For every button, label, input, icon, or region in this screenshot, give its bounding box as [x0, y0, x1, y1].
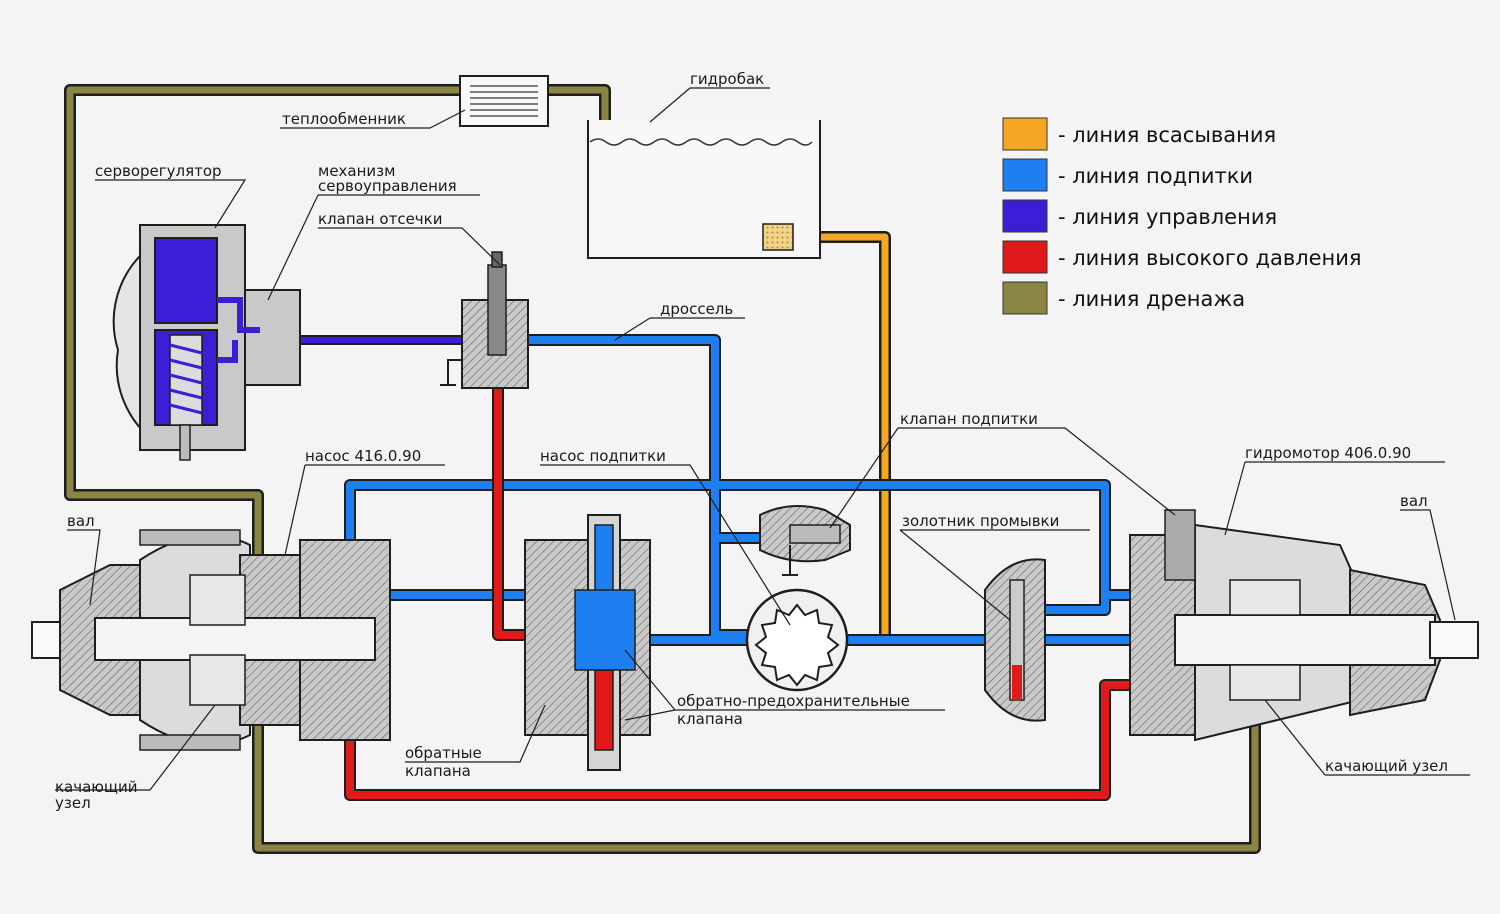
label-cutoff-valve: клапан отсечки — [318, 210, 442, 228]
label-motor: гидромотор 406.0.90 — [1245, 444, 1411, 462]
charge-pump-gear — [745, 588, 849, 692]
legend-swatch — [1002, 117, 1048, 151]
label-swash-left-1: качающий — [55, 778, 138, 796]
main-pump — [31, 529, 391, 751]
label-servo-regulator: серворегулятор — [95, 162, 222, 180]
drain-line-fill — [66, 86, 1259, 852]
legend-label: - линия подпитки — [1058, 164, 1253, 188]
legend-label: - линия управления — [1058, 205, 1277, 229]
charge-relief-valve — [759, 505, 851, 576]
label-shaft-right: вал — [1400, 492, 1428, 510]
legend: - линия всасывания - линия подпитки - ли… — [1002, 117, 1362, 315]
legend-label: - линия высокого давления — [1058, 246, 1362, 270]
legend-swatch — [1002, 240, 1048, 274]
legend-item: - линия всасывания — [1002, 117, 1276, 151]
legend-swatch — [1002, 199, 1048, 233]
label-swash-right: качающий узел — [1325, 757, 1448, 775]
label-swash-left-2: узел — [55, 794, 91, 812]
suction-filter — [762, 223, 794, 251]
label-relief-valves-1: обратно-предохранительные — [677, 692, 910, 710]
label-servo-mechanism-2: сервоуправления — [318, 177, 457, 195]
label-heat-exchanger: теплообменник — [282, 110, 406, 128]
label-tank: гидробак — [690, 70, 764, 88]
hydraulic-motor — [1129, 509, 1479, 742]
labels: теплообменник гидробак серворегулятор ме… — [55, 70, 1448, 812]
label-pump: насос 416.0.90 — [305, 447, 421, 465]
valve-block — [524, 514, 651, 771]
legend-swatch — [1002, 158, 1048, 192]
label-charge-pump: насос подпитки — [540, 447, 666, 465]
label-flush-valve: золотник промывки — [902, 512, 1059, 530]
label-throttle: дроссель — [660, 300, 733, 318]
legend-swatch — [1002, 281, 1048, 315]
legend-label: - линия дренажа — [1058, 287, 1245, 311]
cutoff-valve — [440, 251, 529, 389]
legend-label: - линия всасывания — [1058, 123, 1276, 147]
legend-item: - линия дренажа — [1002, 281, 1245, 315]
label-shaft-left: вал — [67, 512, 95, 530]
label-charge-valve: клапан подпитки — [900, 410, 1038, 428]
heat-exchanger — [459, 75, 549, 127]
tank — [587, 120, 821, 259]
legend-item: - линия управления — [1002, 199, 1277, 233]
flush-valve — [984, 558, 1046, 722]
legend-item: - линия подпитки — [1002, 158, 1253, 192]
label-relief-valves-2: клапана — [677, 710, 743, 728]
legend-item: - линия высокого давления — [1002, 240, 1362, 274]
servo-regulator — [112, 224, 301, 461]
label-servo-mechanism-1: механизм — [318, 162, 395, 180]
label-check-valves-2: клапана — [405, 762, 471, 780]
label-check-valves-1: обратные — [405, 744, 482, 762]
leader-lines — [55, 87, 1470, 791]
